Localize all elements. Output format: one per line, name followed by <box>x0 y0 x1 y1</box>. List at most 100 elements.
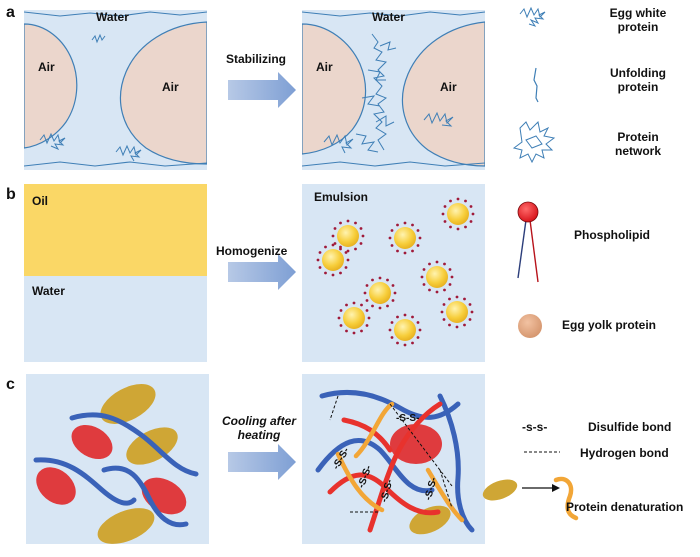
phospholipid-dot <box>386 304 389 308</box>
phospholipid-dot <box>443 262 446 266</box>
protein-strand-blue <box>315 438 435 494</box>
phospholipid-dot <box>318 251 322 254</box>
label-air: Air <box>162 80 179 94</box>
phospholipid-dot <box>396 341 399 345</box>
arrow-stabilizing <box>228 72 296 108</box>
legend-native-protein-icon <box>482 479 518 501</box>
phospholipid-dot <box>390 244 394 247</box>
phospholipid-dot <box>403 313 407 317</box>
phospholipid-dot <box>469 220 473 223</box>
legend-egg-white-protein-icon <box>519 6 546 27</box>
phospholipid-dot <box>411 223 414 227</box>
panel-letter-a: a <box>6 4 15 21</box>
phospholipid-dot <box>361 234 365 238</box>
phospholipid-dot <box>418 328 422 332</box>
phospholipid-dot <box>435 290 439 294</box>
phospholipid-dot <box>339 324 343 327</box>
phospholipid-dot <box>403 343 407 347</box>
protein-network-coil <box>423 111 454 127</box>
phospholipid-dot <box>449 199 452 203</box>
air-bubble-left <box>24 23 78 149</box>
protein-strand-blue <box>101 465 189 528</box>
phospholipid-dot <box>443 205 447 208</box>
phospholipid-dot <box>464 199 467 203</box>
phospholipid-dot <box>345 303 348 307</box>
egg-white-protein-coil <box>39 132 66 151</box>
phospholipid-dot <box>396 223 399 227</box>
label-air: Air <box>316 60 333 74</box>
phospholipid-dot <box>391 299 395 302</box>
protein-strand-red <box>341 417 393 453</box>
phospholipid-dot <box>448 323 451 327</box>
phospholipid-dot <box>456 227 460 231</box>
phospholipid-dot <box>344 251 348 254</box>
phospholipid-dot <box>378 276 382 280</box>
legend-unfolding-protein-label: Unfolding protein <box>610 66 666 94</box>
phospholipid-dot <box>416 336 420 339</box>
phospholipid-dot <box>422 283 426 286</box>
legend-hydrogen-bond-label: Hydrogen bond <box>580 446 669 460</box>
phospholipid-dot <box>416 229 420 232</box>
phospholipid-dot <box>411 249 414 253</box>
phospholipid-dot <box>390 336 394 339</box>
phospholipid-dot <box>363 291 367 295</box>
phospholipid-dot <box>388 236 392 240</box>
label-oil: Oil <box>32 194 49 208</box>
protein-ellipse-red <box>36 467 76 505</box>
phospholipid-dot <box>442 303 446 306</box>
denatured-ellipse-gold <box>100 384 156 424</box>
phospholipid-dot <box>360 329 363 333</box>
label-air: Air <box>440 80 457 94</box>
disulfide-mark: -S-S- <box>396 413 420 424</box>
arrow-cooling <box>228 444 296 480</box>
emulsion-droplets <box>316 197 475 347</box>
phospholipid-dot <box>396 315 399 319</box>
legend-egg-yolk-protein-icon <box>518 314 542 338</box>
phospholipid-dot <box>442 318 446 321</box>
phospholipid-dot <box>456 197 460 201</box>
emulsion-droplet <box>446 301 468 323</box>
phospholipid-dot <box>371 304 374 308</box>
legend-egg-yolk-protein-label: Egg yolk protein <box>562 318 657 332</box>
hydrogen-bonds <box>329 395 453 513</box>
protein-strand-orange <box>335 451 385 513</box>
phospholipid-dot <box>352 301 356 305</box>
phospholipid-dot <box>441 212 445 216</box>
legend-unfolding-protein-icon <box>533 67 539 103</box>
phospholipid-dot <box>422 268 426 271</box>
phospholipid-dot <box>455 295 459 299</box>
label-cooling-line1: Cooling after <box>222 414 296 428</box>
phospholipid-dot <box>449 225 452 229</box>
label-cooling-line2: heating <box>237 428 281 442</box>
protein-network-interface <box>355 33 397 153</box>
label-air: Air <box>38 60 55 74</box>
phospholipid-dot <box>455 325 459 329</box>
phospholipid-dot <box>463 297 466 301</box>
phospholipid-dot <box>318 266 322 269</box>
emulsion-droplet <box>322 249 344 271</box>
phospholipid-dot <box>339 271 342 275</box>
phospholipid-dot <box>416 244 420 247</box>
phospholipid-dot <box>339 309 343 312</box>
phospholipid-dot <box>333 227 337 230</box>
phospholipid-dot <box>469 205 473 208</box>
phospholipid-dot <box>365 324 369 327</box>
legend-denatured-protein-icon <box>553 476 579 521</box>
phospholipid-dot <box>367 316 371 320</box>
panel-letter-b: b <box>6 186 16 203</box>
arrow-homogenize <box>228 254 296 290</box>
phospholipid-dot <box>324 245 327 249</box>
phospholipid-dot <box>371 278 374 282</box>
phospholipid-dot <box>464 225 467 229</box>
air-bubble-left <box>302 23 367 155</box>
panel-letter-c: c <box>6 376 15 393</box>
legend-phospholipid-label: Phospholipid <box>574 228 650 242</box>
phospholipid-dot <box>443 220 447 223</box>
label-water: Water <box>372 10 405 24</box>
phospholipid-dot <box>339 221 342 225</box>
phospholipid-dot <box>411 341 414 345</box>
phospholipid-dot <box>390 229 394 232</box>
phospholipid-dot <box>390 321 394 324</box>
emulsion-droplet <box>394 227 416 249</box>
